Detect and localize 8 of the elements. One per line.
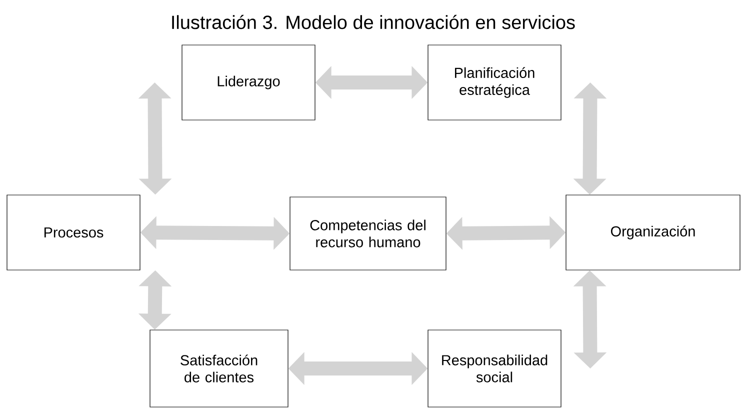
concept-box: Competencias del recurso humano	[290, 196, 446, 270]
concept-box: Liderazgo	[182, 44, 316, 120]
figure-title: Ilustración 3. Modelo de innovación en servicios	[172, 14, 575, 30]
concept-box: Planificación estratégica	[428, 44, 562, 120]
concept-box: Satisfacción de clientes	[150, 330, 288, 408]
concept-box: Organización	[566, 194, 740, 270]
concept-box: Responsabilidad social	[428, 330, 562, 408]
concept-box: Procesos	[6, 194, 140, 270]
